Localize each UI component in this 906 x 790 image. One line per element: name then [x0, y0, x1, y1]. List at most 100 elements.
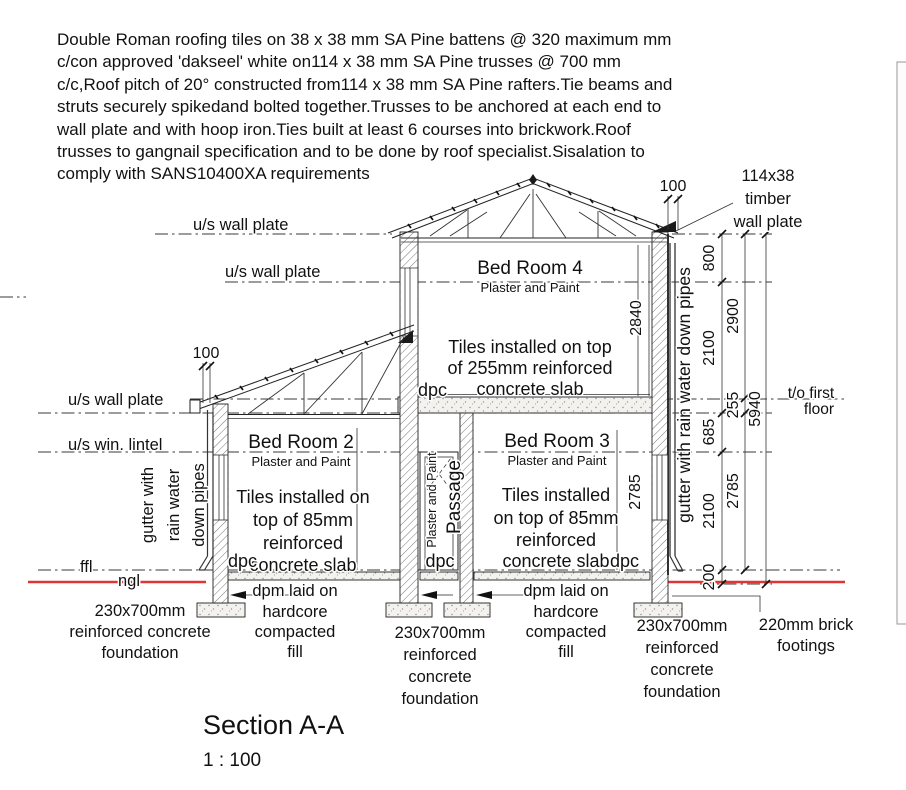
- label-passage-name: Passage: [444, 460, 465, 534]
- window-right-wall: [652, 454, 668, 521]
- eave-dim-right: [663, 194, 683, 230]
- leanto-eave-cap: [189, 399, 201, 414]
- label-foundation-right-1: 230x700mm: [637, 617, 728, 635]
- label-bed4-name: Bed Room 4: [477, 258, 583, 279]
- datum-level-lines: [0, 233, 845, 585]
- dpm-arrow-bed2: [230, 591, 246, 599]
- label-foundation-left-2: reinforced concrete: [69, 623, 210, 641]
- dpm-arrow-passage: [421, 591, 437, 599]
- label-foundation-mid-3: concrete: [408, 668, 471, 686]
- label-dpc-bed4: dpc: [418, 380, 447, 400]
- label-bed4-note-3: concrete slab: [476, 379, 583, 399]
- label-bed2-note-4: concrete slab: [249, 555, 356, 575]
- label-gutter-right: gutter with rain water down pipes: [674, 267, 694, 523]
- label-us-wall-plate-mid: u/s wall plate: [225, 263, 320, 281]
- label-gutter-left-3: down pipes: [190, 463, 208, 546]
- dim-255: 255: [725, 392, 742, 419]
- adjacent-panel-edge: [896, 61, 906, 625]
- label-dpm-left-4: fill: [287, 643, 303, 661]
- dim-200: 200: [701, 564, 718, 591]
- label-foundation-mid-1: 230x700mm: [395, 624, 486, 642]
- label-bed2-name: Bed Room 2: [248, 432, 354, 453]
- label-bed3-name: Bed Room 3: [504, 431, 610, 452]
- timber-plate-leader: [675, 202, 734, 232]
- foundation-passage-left: [385, 602, 433, 618]
- label-dpm-right-4: fill: [558, 643, 574, 661]
- dim-2100-upper: 2100: [701, 330, 718, 366]
- leanto-wall-flashing-wedge: [398, 330, 413, 343]
- label-dpm-right-1: dpm laid on: [523, 582, 608, 600]
- title-block: Section A-A 1 : 100: [203, 710, 344, 772]
- roof-batten-ticks: [407, 182, 660, 229]
- window-gap: [213, 455, 228, 520]
- wall-passage-right: [459, 412, 474, 604]
- label-bed4-note-1: Tiles installed on top: [448, 337, 611, 357]
- foundation-right: [633, 602, 683, 618]
- ridge-finial: [529, 174, 537, 185]
- window-gap: [652, 455, 668, 520]
- label-bed4-finish: Plaster and Paint: [480, 280, 579, 295]
- label-brick-footings-1: 220mm brick: [759, 616, 854, 634]
- label-bed3-finish: Plaster and Paint: [507, 453, 606, 468]
- drawing-title: Section A-A: [203, 710, 345, 740]
- label-foundation-left-3: foundation: [101, 644, 178, 662]
- labels: u/s wall plate u/s wall plate u/s wall p…: [67, 166, 856, 710]
- label-timber-plate-2: timber: [745, 190, 791, 208]
- dim-2100-lower: 2100: [701, 493, 718, 529]
- downpipe-left-kick-2: [203, 555, 214, 571]
- label-us-wall-plate-top: u/s wall plate: [193, 216, 288, 234]
- roof-specification-note: Double Roman roofing tiles on 38 x 38 mm…: [57, 30, 673, 184]
- label-bed3-note-3: reinforced: [516, 530, 596, 550]
- gable-truss-webs: [429, 189, 637, 239]
- dim-5940: 5940: [747, 391, 764, 427]
- brick-footing-leader: [672, 595, 761, 612]
- window-left-wall: [213, 454, 228, 521]
- dim-ticks: [717, 229, 771, 589]
- interior-frame-lines: [356, 245, 650, 570]
- downpipe-right-kick: [669, 555, 679, 572]
- passage-door-frame: [419, 451, 459, 571]
- label-dpm-left-1: dpm laid on: [252, 582, 337, 600]
- dim-bed3-height: 2785: [627, 474, 644, 510]
- label-dpm-left-3: compacted: [255, 623, 336, 641]
- dim-2900: 2900: [725, 298, 742, 334]
- label-foundation-mid-2: reinforced: [403, 646, 476, 664]
- foundation-passage-right: [443, 602, 491, 618]
- label-gutter-left-2: rain water: [165, 468, 183, 541]
- label-dpm-right-3: compacted: [526, 623, 607, 641]
- label-timber-plate-3: wall plate: [733, 213, 803, 231]
- label-foundation-right-4: foundation: [643, 683, 720, 701]
- downpipes: [198, 243, 684, 572]
- label-bed2-finish: Plaster and Paint: [251, 454, 350, 469]
- gable-roof: [387, 174, 679, 243]
- window-central-wall-upper: [400, 267, 418, 337]
- wall-right-exterior: [651, 231, 669, 604]
- eave-dim-left: [198, 361, 215, 403]
- dim-685: 685: [701, 419, 718, 446]
- leanto-truss-webs: [247, 336, 405, 415]
- window-gap: [400, 268, 418, 336]
- label-bed3-note-2: on top of 85mm: [493, 508, 618, 528]
- leaders: [230, 202, 761, 612]
- dim-eave-left-100: 100: [193, 345, 220, 362]
- label-dpc-passage: dpc: [425, 551, 454, 571]
- label-bed3-note-4: concrete slab: [502, 551, 609, 571]
- label-foundation-mid-4: foundation: [401, 690, 478, 708]
- lean-to-roof: [189, 324, 415, 419]
- label-gutter-left-1: gutter with: [139, 467, 157, 543]
- leanto-outer-line: [191, 324, 415, 406]
- door-frame-inner: [424, 456, 454, 571]
- label-dpm-right-2: hardcore: [533, 603, 598, 621]
- leanto-inner-line: [195, 330, 415, 411]
- label-bed4-note-2: of 255mm reinforced: [447, 358, 612, 378]
- dim-2785-chain: 2785: [725, 473, 742, 509]
- label-timber-plate-1: 114x38: [742, 167, 795, 185]
- label-passage-finish: Plaster and Paint: [425, 452, 439, 548]
- dim-800: 800: [701, 245, 718, 272]
- label-brick-footings-2: footings: [777, 637, 835, 655]
- right-eave-gutter-wedge: [652, 221, 676, 232]
- dpm-arrow-bed3: [476, 591, 492, 599]
- label-foundation-left-1: 230x700mm: [95, 602, 186, 620]
